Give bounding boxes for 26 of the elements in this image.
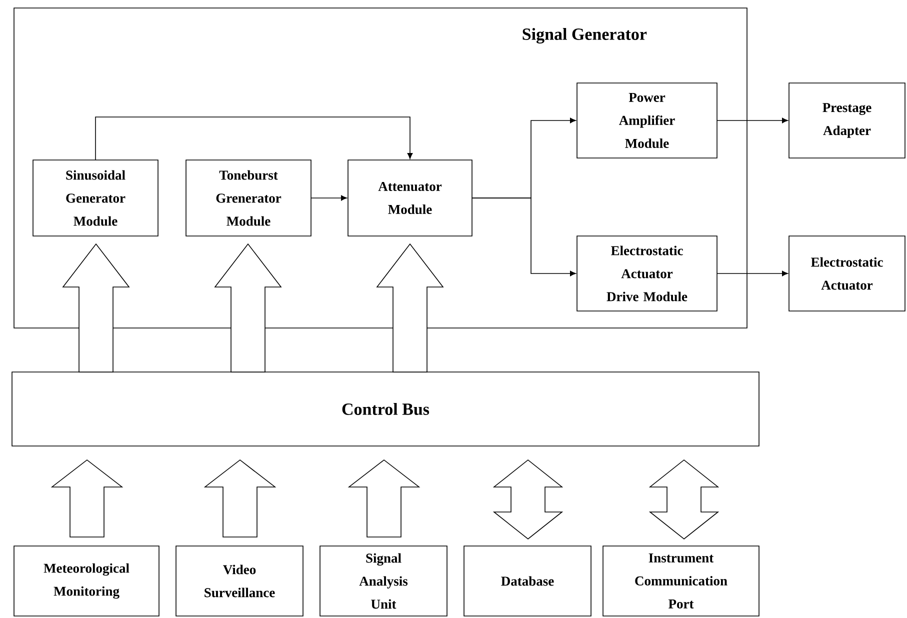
block-arrow [376,243,444,372]
block-arrow [648,459,720,540]
module-box: Power Amplifier Module [576,82,718,158]
unit-box: Signal Analysis Unit [320,546,448,616]
block-arrow [348,459,420,538]
unit-box: Database [464,546,592,616]
arrow [472,198,576,276]
block-arrow [214,243,282,372]
module-box: Attenuator Module [348,160,472,236]
unit-box: Video Surveillance [176,546,304,616]
arrow [95,116,413,160]
unit-box: Instrument Communication Port [602,546,760,616]
bus-box: Control Bus [12,372,760,446]
block-arrow [62,243,130,372]
arrow [310,195,347,201]
module-box: Toneburst Grenerator Module [186,160,312,236]
block-arrow [50,459,124,538]
arrow [716,270,788,276]
module-box: Sinusoidal Generator Module [32,160,158,236]
device-box: Electrostatic Actuator [788,236,906,312]
device-box: Prestage Adapter [788,82,906,158]
unit-box: Meteorological Monitoring [14,546,160,616]
block-arrow [492,459,564,540]
module-box: Electrostatic Actuator Drive Module [576,236,718,312]
arrow [716,118,788,124]
block-arrow [204,459,276,538]
